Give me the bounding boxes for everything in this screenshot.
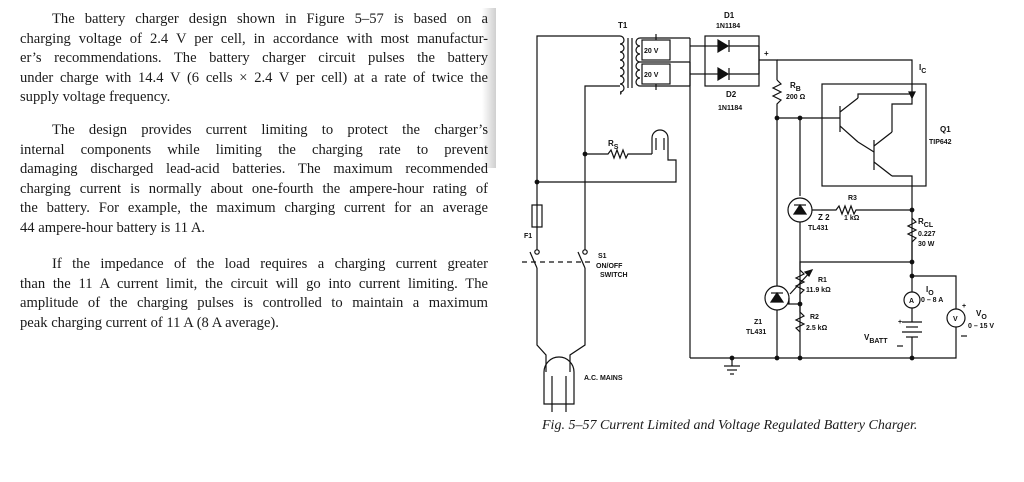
- vbatt-subscript: BATT: [869, 338, 888, 345]
- figure-caption: Fig. 5–57 Current Limited and Voltage Re…: [542, 418, 918, 433]
- text-line: er’s recommendations. The battery charge…: [20, 50, 488, 67]
- d1-label: D1: [724, 11, 735, 20]
- text-line: charging current is normally about one-f…: [20, 180, 488, 197]
- ac-mains-plug: A.C. MAINS: [543, 356, 623, 412]
- rcl-value-line2: 30 W: [918, 241, 935, 248]
- text-line: charging voltage of 2.4 V per cell, in a…: [20, 30, 488, 47]
- text-line: internal components while limiting the c…: [20, 141, 488, 158]
- rb-value-label: 200 Ω: [786, 94, 806, 101]
- r3-value-label: 1 kΩ: [844, 215, 860, 222]
- io-symbol: I: [926, 285, 928, 294]
- ic-subscript: C: [921, 68, 926, 75]
- vo-subscript: O: [981, 314, 987, 321]
- switch-s1: S1 ON/OFF SWITCH: [522, 249, 628, 279]
- secondary-windings: 20 V 20 V: [641, 34, 691, 358]
- resistor-rb: RB 200 Ω: [771, 79, 840, 121]
- r3-label: R3: [848, 195, 857, 202]
- page-edge-shadow: [482, 8, 496, 168]
- text-line: the battery. For example, the maximum ch…: [20, 200, 488, 217]
- vbatt-label: VBATT: [864, 333, 888, 345]
- v20-upper-label: 20 V: [644, 48, 659, 55]
- vo-range-label: 0 – 15 V: [968, 323, 994, 330]
- primary-wiring: [536, 35, 620, 372]
- z1-label: Z1: [754, 319, 762, 326]
- text-line: under charge with 14.4 V (6 cells × 2.4 …: [20, 69, 488, 86]
- sense-resistor-and-lamp: RS: [534, 129, 677, 185]
- r2-value-label: 2.5 kΩ: [806, 325, 828, 332]
- mains-label: A.C. MAINS: [584, 375, 623, 382]
- ground-return: [690, 355, 912, 375]
- zener-z2-and-r3: R3 1 kΩ Z 2 TL431: [787, 118, 915, 358]
- paragraph-2: The design provides current limiting to …: [20, 121, 488, 239]
- rs-symbol: R: [608, 139, 614, 148]
- text-line: damaging discharged lead-acid batteries.…: [20, 161, 488, 178]
- v20-lower-label: 20 V: [644, 72, 659, 79]
- text-line: than the 11 A current limit, the circuit…: [20, 275, 488, 292]
- s1-label: S1: [598, 253, 607, 260]
- t1-label: T1: [618, 21, 628, 30]
- s1-desc-line1: ON/OFF: [596, 263, 623, 270]
- text-line: The design provides current limiting to …: [52, 122, 488, 138]
- r1-label: R1: [818, 277, 827, 284]
- vo-label: VO: [976, 309, 987, 321]
- text-line: peak charging current of 11 A (8 A avera…: [20, 314, 279, 331]
- battery-plus: +: [898, 319, 902, 326]
- ic-symbol: I: [919, 63, 921, 72]
- s1-desc-line2: SWITCH: [600, 272, 628, 279]
- rs-label: RS: [608, 139, 619, 151]
- text-column: The battery charger design shown in Figu…: [0, 0, 500, 482]
- z2-label: Z 2: [818, 213, 830, 222]
- r1-value-label: 11.9 kΩ: [806, 287, 831, 294]
- rb-label: RB: [790, 81, 801, 93]
- rcl-label: RCL: [918, 217, 934, 229]
- indicator-lamp: [651, 129, 669, 154]
- voltmeter-letter: V: [953, 316, 958, 323]
- z2-part-label: TL431: [808, 225, 828, 232]
- text-line: 44 ampere-hour battery is 11 A.: [20, 219, 206, 236]
- fuse-f1: F1: [524, 204, 543, 240]
- q1-part-label: TIP642: [929, 139, 952, 146]
- d2-part-label: 1N1184: [718, 105, 742, 112]
- z1-part-label: TL431: [746, 329, 766, 336]
- text-line: If the impedance of the load requires a …: [52, 256, 488, 272]
- vo-symbol: V: [976, 309, 982, 318]
- f1-label: F1: [524, 233, 532, 240]
- rs-subscript: S: [614, 144, 619, 151]
- divider-r1-r2-z1: R1 11.9 kΩ R2 2.5 kΩ Z1 TL431: [746, 118, 912, 361]
- battery-charger-schematic: T1 20 V 20 V D1 1N1184 D2 1N1184 +: [522, 11, 994, 412]
- plus-label: +: [764, 49, 769, 58]
- r2-label: R2: [810, 314, 819, 321]
- paragraph-3: If the impedance of the load requires a …: [20, 255, 488, 333]
- rcl-subscript: CL: [924, 222, 934, 229]
- transistor-q1: Q1 TIP642: [821, 83, 952, 260]
- io-label: IO: [926, 285, 934, 297]
- rcl-value-line1: 0.227: [918, 231, 936, 238]
- paragraph-1: The battery charger design shown in Figu…: [20, 10, 488, 108]
- text-line: supply voltage frequency.: [20, 89, 171, 106]
- rectifier-diodes: D1 1N1184 D2 1N1184 +: [690, 11, 778, 112]
- transformer-t1: T1: [618, 21, 690, 95]
- rb-subscript: B: [796, 86, 801, 93]
- rcl-symbol: R: [918, 217, 924, 226]
- ammeter-letter: A: [909, 298, 914, 305]
- ic-label: IC: [919, 63, 926, 75]
- vo-plus: +: [962, 303, 966, 310]
- io-subscript: O: [928, 290, 934, 297]
- vbatt-symbol: V: [864, 333, 870, 342]
- d1-part-label: 1N1184: [716, 23, 740, 30]
- text-line: amplitude of the charging pulses is cont…: [20, 295, 488, 312]
- text-line: The battery charger design shown in Figu…: [52, 11, 488, 27]
- q1-label: Q1: [940, 125, 951, 134]
- d2-label: D2: [726, 90, 737, 99]
- io-range-label: 0 – 8 A: [921, 297, 943, 304]
- rb-symbol: R: [790, 81, 796, 90]
- output-section: A IO 0 – 8 A + VBATT V + VO 0 – 15 V: [864, 262, 994, 361]
